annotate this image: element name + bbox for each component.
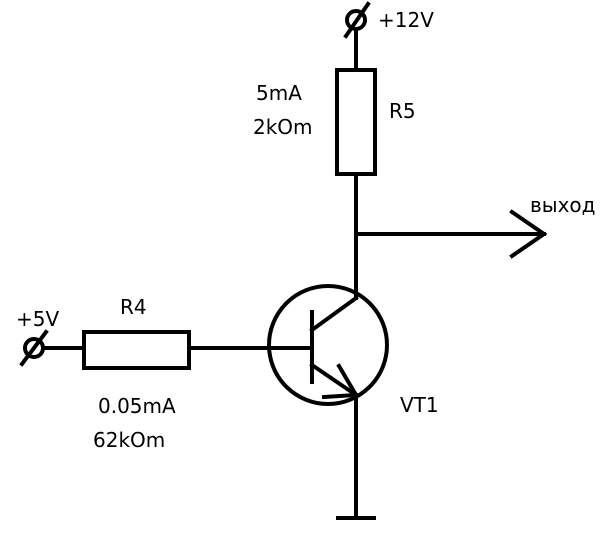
input-label: +5V [16, 307, 59, 331]
r4-current: 0.05mA [98, 394, 176, 418]
supply-terminal [343, 1, 371, 39]
output-arrow [509, 209, 548, 259]
transistor-vt1 [267, 284, 389, 406]
r5-current: 5mA [256, 81, 302, 105]
r5-resistance: 2kOm [253, 115, 313, 139]
resistor-r4 [82, 330, 191, 370]
r4-resistance: 62kOm [93, 428, 165, 452]
supply-label: +12V [378, 8, 434, 32]
r5-name: R5 [389, 99, 416, 123]
resistor-r5 [335, 68, 377, 176]
vt1-label: VT1 [400, 393, 439, 417]
r4-name: R4 [120, 295, 147, 319]
output-label: выход [530, 193, 595, 217]
